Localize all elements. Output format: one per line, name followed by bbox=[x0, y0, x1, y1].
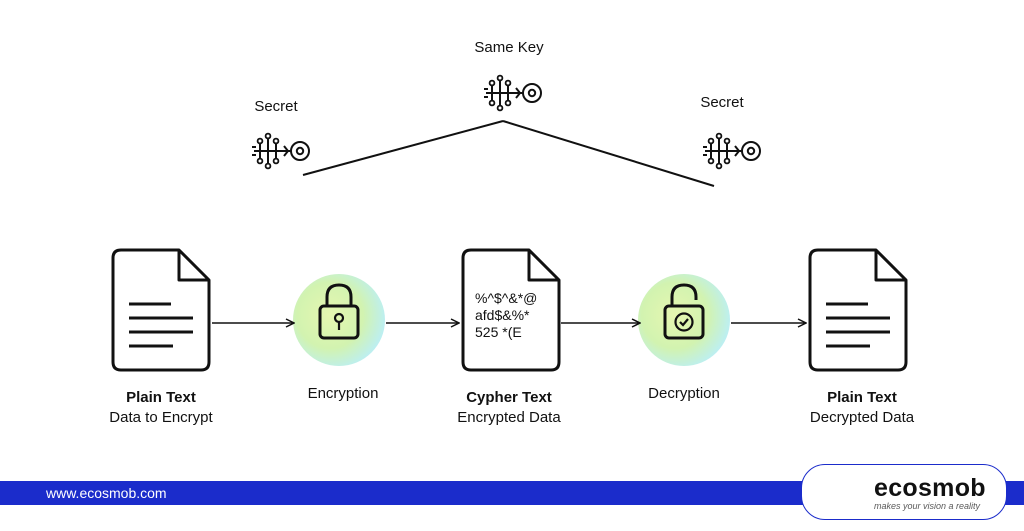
node-encryption-label: Encryption bbox=[307, 385, 379, 402]
node-decrypted-text-title: Plain Text bbox=[827, 389, 897, 406]
key-connector-line-right bbox=[502, 120, 715, 187]
brand-badge bbox=[801, 464, 1007, 520]
node-cypher-text-subtitle: Encrypted Data bbox=[457, 409, 561, 426]
same-key-icon bbox=[483, 74, 542, 112]
node-cypher-text-title: Cypher Text bbox=[466, 389, 552, 406]
brand-tagline: makes your vision a reality bbox=[874, 501, 981, 511]
decryption-circle bbox=[638, 274, 730, 366]
node-decrypted-text-label: Plain Text Decrypted Data bbox=[810, 388, 914, 428]
footer-website-link[interactable]: www.ecosmob.com bbox=[46, 485, 167, 501]
plain-text-document-icon bbox=[111, 248, 211, 372]
node-cypher-text-label: Cypher Text Encrypted Data bbox=[457, 388, 560, 428]
secret-key-left-icon bbox=[251, 132, 310, 170]
node-plain-text-title: Plain Text bbox=[126, 389, 196, 406]
decrypted-text-document-icon bbox=[808, 248, 908, 372]
same-key-label: Same Key bbox=[474, 39, 544, 56]
node-plain-text-subtitle: Data to Encrypt bbox=[109, 409, 213, 426]
brand-name: ecosmob bbox=[874, 474, 986, 502]
cipher-line-1: %^$^&*@ bbox=[475, 290, 538, 306]
node-plain-text-label: Plain Text Data to Encrypt bbox=[109, 388, 212, 428]
key-connector-line-left bbox=[302, 120, 504, 176]
secret-right-label: Secret bbox=[700, 94, 744, 111]
cipher-line-3: 525 *(E bbox=[475, 324, 522, 340]
secret-left-label: Secret bbox=[254, 98, 298, 115]
padlock-open-icon bbox=[663, 283, 705, 340]
secret-key-right-icon bbox=[702, 132, 761, 170]
encryption-circle bbox=[293, 274, 385, 366]
padlock-closed-icon bbox=[318, 283, 360, 340]
cipher-text-content: %^$^&*@afd$&%*525 *(E bbox=[475, 290, 537, 341]
cipher-line-2: afd$&%* bbox=[475, 307, 530, 323]
node-decryption-label: Decryption bbox=[648, 385, 720, 402]
node-decrypted-text-subtitle: Decrypted Data bbox=[809, 409, 915, 426]
